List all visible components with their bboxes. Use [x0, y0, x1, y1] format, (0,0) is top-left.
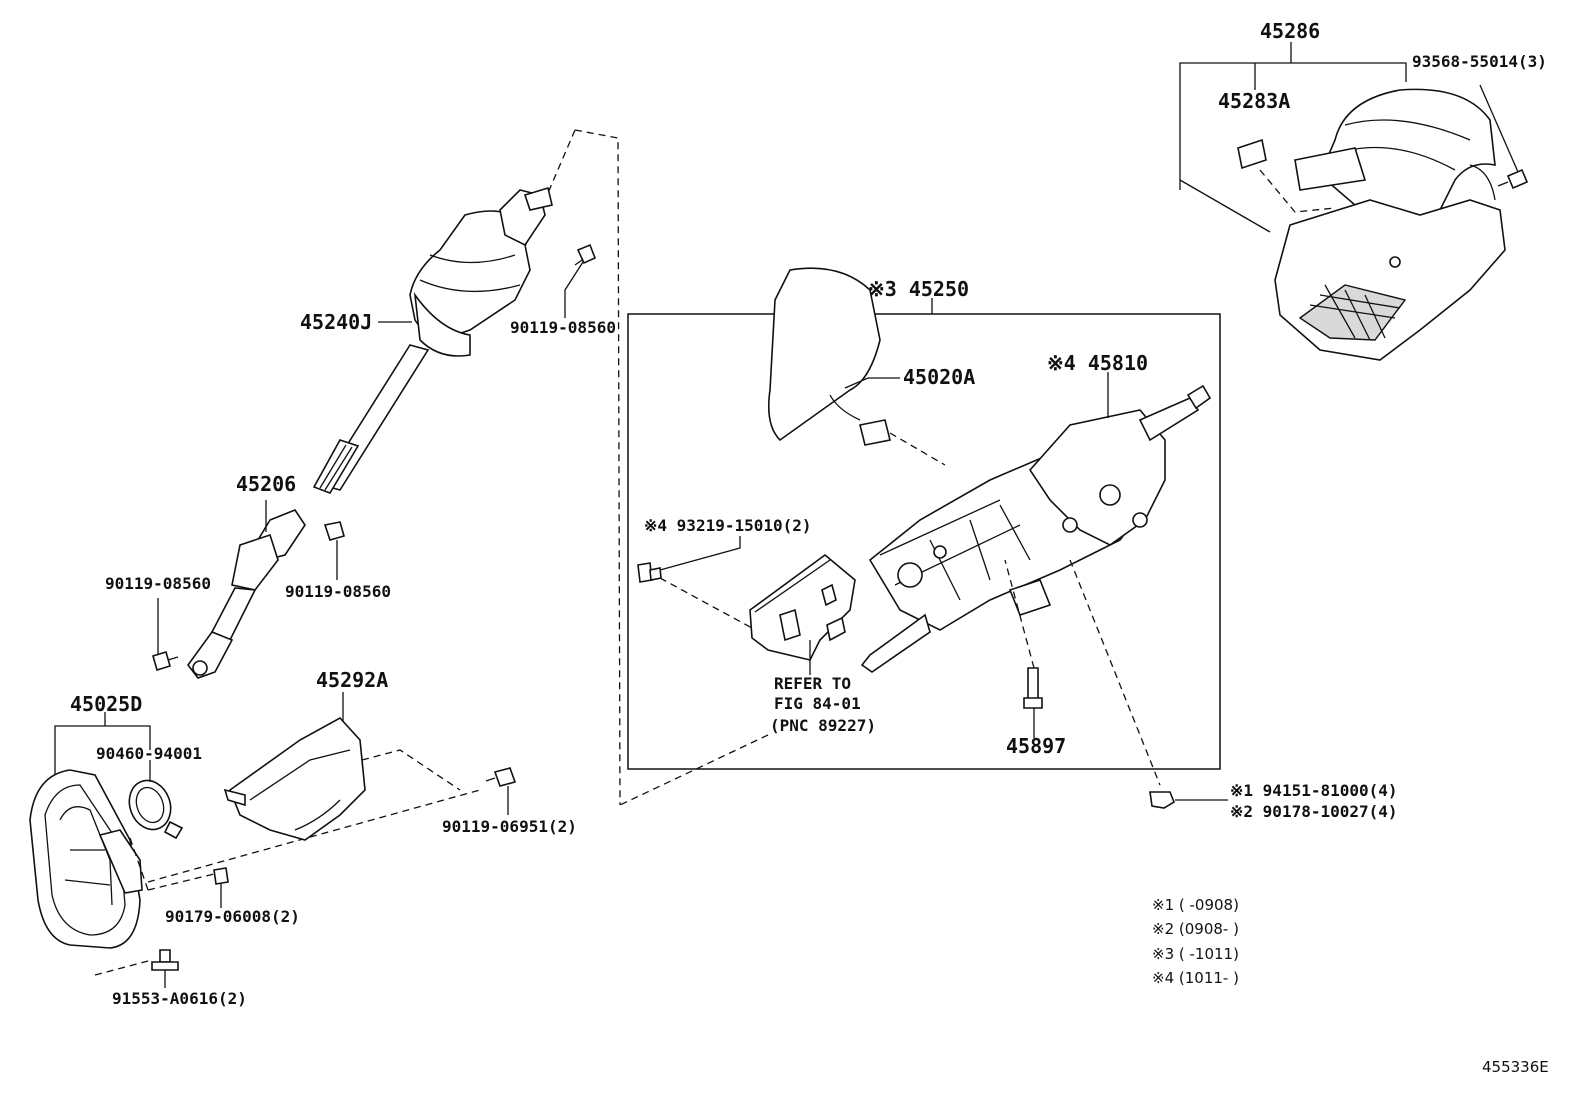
note-2: ※2 (0908- ): [1152, 920, 1239, 938]
intermediate-shaft-45240J: [312, 186, 597, 494]
part-labels: 45286 93568-55014(3) 45283A ※3 45250 450…: [70, 19, 1547, 1008]
label-45810: ※4 45810: [1047, 351, 1148, 375]
label-91553: 91553-A0616(2): [112, 989, 247, 1008]
column-cover-assembly: [1179, 42, 1529, 361]
label-93219: ※4 93219-15010(2): [644, 516, 812, 535]
column-assembly-frame: [627, 313, 1221, 770]
label-45025D: 45025D: [70, 692, 142, 716]
label-90178: ※2 90178-10027(4): [1230, 802, 1398, 821]
steering-column-assembly: [767, 267, 1212, 786]
label-45897: 45897: [1006, 734, 1066, 758]
label-45240J: 45240J: [300, 310, 372, 334]
label-45206: 45206: [236, 472, 296, 496]
sensor-box: [619, 536, 856, 806]
label-45286: 45286: [1260, 19, 1320, 43]
label-94151: ※1 94151-81000(4): [1230, 781, 1398, 800]
note-3: ※3 ( -1011): [1152, 945, 1239, 963]
universal-joint-45206: [152, 500, 345, 679]
label-90119-top: 90119-08560: [510, 318, 616, 337]
label-90460: 90460-94001: [96, 744, 202, 763]
label-45292A: 45292A: [316, 668, 388, 692]
label-90179: 90179-06008(2): [165, 907, 300, 926]
label-45020A: 45020A: [903, 365, 975, 389]
label-45283A: 45283A: [1218, 89, 1290, 113]
figure-id: 455336E: [1482, 1058, 1549, 1076]
boot-cover-45025D: [29, 712, 481, 988]
note-4: ※4 (1011- ): [1152, 969, 1239, 987]
label-pnc-89227: (PNC 89227): [770, 716, 876, 735]
label-refer-to: REFER TO: [774, 674, 851, 693]
date-notes: ※1 ( -0908) ※2 (0908- ) ※3 ( -1011) ※4 (…: [1152, 896, 1239, 987]
label-90119-right: 90119-08560: [285, 582, 391, 601]
note-1: ※1 ( -0908): [1152, 896, 1239, 914]
label-fig-84-01: FIG 84-01: [774, 694, 861, 713]
nut-94151: [1149, 791, 1228, 809]
label-90119-left: 90119-08560: [105, 574, 211, 593]
label-45250: ※3 45250: [868, 277, 969, 301]
label-90119-06951: 90119-06951(2): [442, 817, 577, 836]
label-93568: 93568-55014(3): [1412, 52, 1547, 71]
cover-45292A: [223, 692, 517, 841]
